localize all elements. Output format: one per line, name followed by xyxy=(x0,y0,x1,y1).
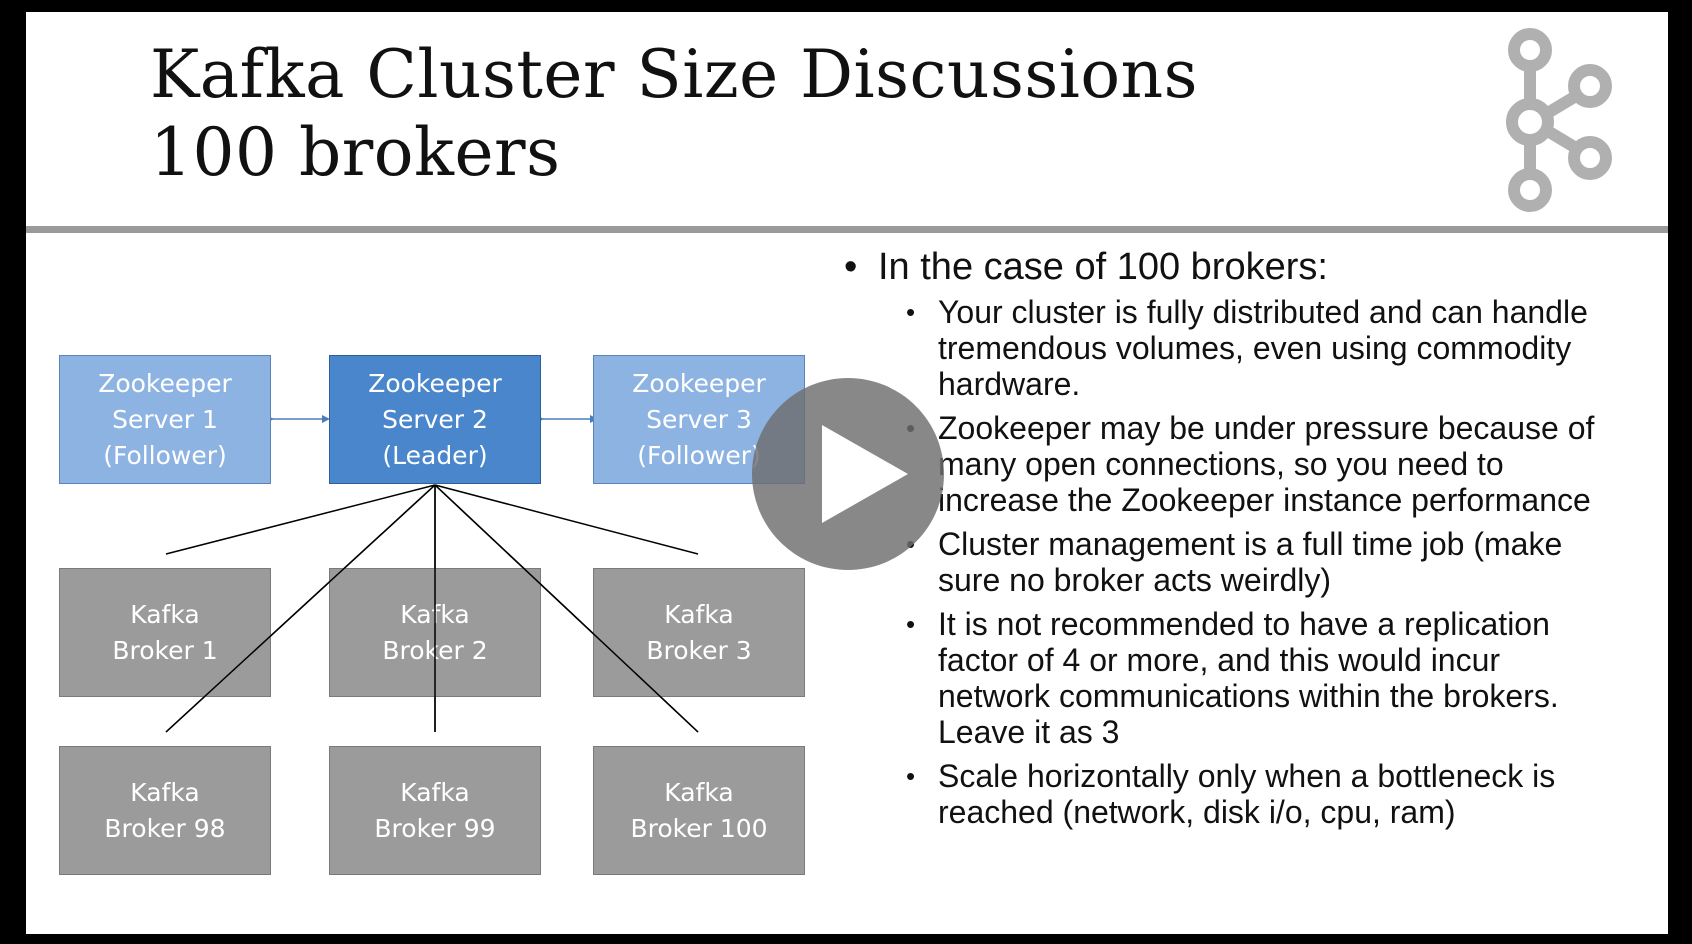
slide: Kafka Cluster Size Discussions 100 broke… xyxy=(26,12,1668,934)
kafka-broker-98: Kafka Broker 98 xyxy=(59,746,271,875)
zookeeper-server-2-leader: Zookeeper Server 2 (Leader) xyxy=(329,355,541,484)
kafka-broker-1: Kafka Broker 1 xyxy=(59,568,271,697)
sub-bullet-5: Scale horizontally only when a bottlenec… xyxy=(844,758,1664,830)
title-divider xyxy=(26,226,1668,233)
kafka-broker-2: Kafka Broker 2 xyxy=(329,568,541,697)
kafka-broker-100: Kafka Broker 100 xyxy=(593,746,805,875)
slide-title-line-2: 100 brokers xyxy=(150,114,561,191)
sub-bullet-list: Your cluster is fully distributed and ca… xyxy=(844,294,1664,830)
slide-title-line-1: Kafka Cluster Size Discussions xyxy=(150,36,1198,113)
play-button[interactable] xyxy=(752,378,944,570)
main-bullet: In the case of 100 brokers: xyxy=(844,244,1664,290)
sub-bullet-4: It is not recommended to have a replicat… xyxy=(844,606,1664,750)
kafka-logo-icon xyxy=(1506,28,1612,212)
kafka-broker-99: Kafka Broker 99 xyxy=(329,746,541,875)
sub-bullet-3: Cluster management is a full time job (m… xyxy=(844,526,1664,598)
sub-bullet-1: Your cluster is fully distributed and ca… xyxy=(844,294,1664,402)
sub-bullet-2: Zookeeper may be under pressure because … xyxy=(844,410,1664,518)
kafka-broker-3: Kafka Broker 3 xyxy=(593,568,805,697)
bullet-list: In the case of 100 brokers: Your cluster… xyxy=(844,244,1664,838)
play-icon xyxy=(822,425,908,523)
slide-title: Kafka Cluster Size Discussions 100 broke… xyxy=(150,36,1450,192)
zookeeper-server-1: Zookeeper Server 1 (Follower) xyxy=(59,355,271,484)
